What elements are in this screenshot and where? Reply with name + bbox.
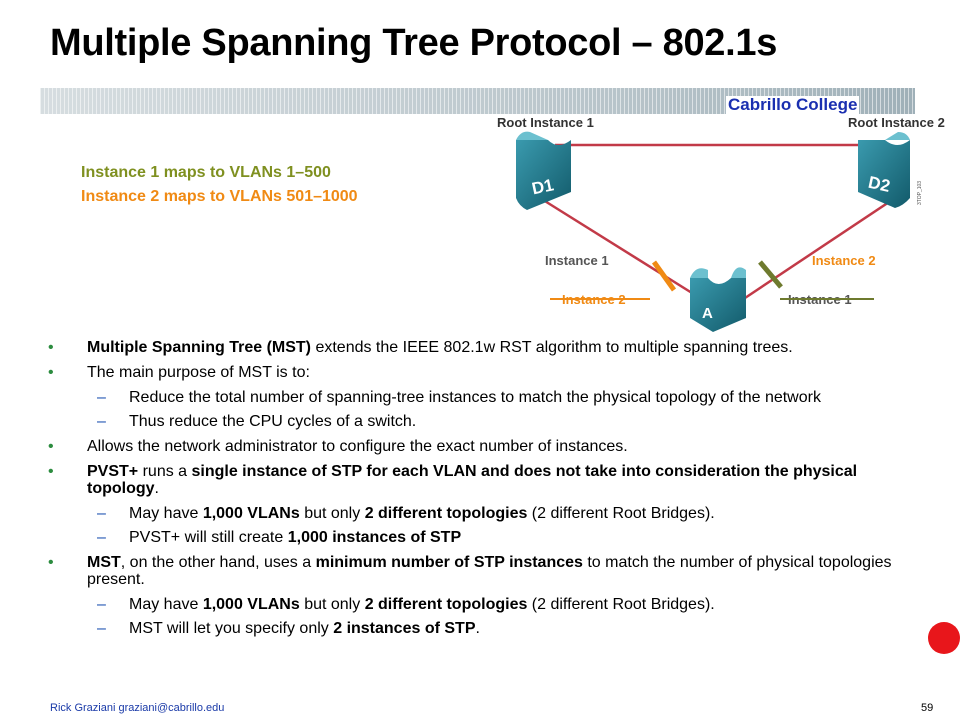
text-run: PVST+ will still create xyxy=(129,529,288,546)
bullet-list: Multiple Spanning Tree (MST) extends the… xyxy=(48,339,928,645)
image-code: 3TOP_103 xyxy=(917,181,923,205)
college-logo-text: Cabrillo College xyxy=(726,95,860,114)
instance2-mapping: Instance 2 maps to VLANs 501–1000 xyxy=(81,188,358,205)
text-run: , on the other hand, uses a xyxy=(120,554,316,571)
switch-d1-label: D1 xyxy=(530,175,555,198)
bold-text: 1,000 VLANs xyxy=(202,505,300,522)
red-dot-marker xyxy=(928,622,960,654)
sub-bullet-item: Thus reduce the CPU cycles of a switch. xyxy=(87,413,928,430)
switch-d2-icon: D2 xyxy=(858,132,910,208)
bold-text: Multiple Spanning Tree (MST) xyxy=(87,339,311,356)
bullet-item: PVST+ runs a single instance of STP for … xyxy=(48,463,928,546)
text-run: Allows the network administrator to conf… xyxy=(87,438,628,455)
sub-bullet-item: Reduce the total number of spanning-tree… xyxy=(87,389,928,406)
blocked-port-mark-right xyxy=(758,260,783,289)
blocked-port-mark-left xyxy=(651,260,677,292)
bold-text: 2 instances of STP xyxy=(333,620,476,637)
root-instance-2-label: Root Instance 2 xyxy=(848,115,945,130)
text-run: but only xyxy=(299,596,365,613)
sub-bullet-list: May have 1,000 VLANs but only 2 differen… xyxy=(87,596,928,637)
text-run: May have xyxy=(129,596,203,613)
left-link-forward-instance: Instance 1 xyxy=(545,253,609,268)
link-d2-a xyxy=(744,196,896,300)
switch-a-icon: A xyxy=(690,267,746,332)
right-link-forward-instance: Instance 2 xyxy=(812,253,876,268)
page-title: Multiple Spanning Tree Protocol – 802.1s xyxy=(50,22,778,64)
sub-bullet-item: May have 1,000 VLANs but only 2 differen… xyxy=(87,505,928,522)
bold-text: 1,000 instances of STP xyxy=(287,529,462,546)
switch-d2-label: D2 xyxy=(867,173,892,196)
switch-d1-icon: D1 xyxy=(516,131,571,210)
link-d1-a xyxy=(539,196,701,300)
sub-bullet-item: MST will let you specify only 2 instance… xyxy=(87,620,928,637)
bullet-item: Multiple Spanning Tree (MST) extends the… xyxy=(48,339,928,356)
text-run: runs a xyxy=(138,463,192,480)
text-run: . xyxy=(475,620,480,637)
bold-text: MST xyxy=(87,554,121,571)
bullet-item: MST, on the other hand, uses a minimum n… xyxy=(48,554,928,637)
root-instance-1-label: Root Instance 1 xyxy=(497,115,594,130)
sub-bullet-list: Reduce the total number of spanning-tree… xyxy=(87,389,928,430)
bold-text: 2 different topologies xyxy=(364,505,528,522)
sub-bullet-item: May have 1,000 VLANs but only 2 differen… xyxy=(87,596,928,613)
text-run: (2 different Root Bridges). xyxy=(527,596,715,613)
text-run: but only xyxy=(299,505,365,522)
instance1-mapping: Instance 1 maps to VLANs 1–500 xyxy=(81,164,331,181)
bold-text: PVST+ xyxy=(87,463,139,480)
mst-topology-diagram: D1 D2 3TOP_103 A Root Instance 1 Root In… xyxy=(497,115,945,332)
bold-text: single instance of STP for each VLAN and… xyxy=(87,463,858,497)
footer-author: Rick Graziani graziani@cabrillo.edu xyxy=(50,702,225,714)
text-run: to match the number of physical topologi… xyxy=(87,554,892,588)
text-run: Reduce the total number of spanning-tree… xyxy=(129,389,821,406)
bullet-item: Allows the network administrator to conf… xyxy=(48,438,928,455)
sub-bullet-item: PVST+ will still create 1,000 instances … xyxy=(87,529,928,546)
text-run: . xyxy=(154,480,159,497)
bold-text: 1,000 VLANs xyxy=(202,596,300,613)
page-number: 59 xyxy=(921,702,934,714)
text-run: MST will let you specify only xyxy=(129,620,334,637)
bold-text: 2 different topologies xyxy=(364,596,528,613)
bullet-item: The main purpose of MST is to: Reduce the… xyxy=(48,364,928,430)
bold-text: minimum number of STP instances xyxy=(315,554,583,571)
text-run: (2 different Root Bridges). xyxy=(527,505,715,522)
text-run: Thus reduce the CPU cycles of a switch. xyxy=(129,413,417,430)
switch-a-label: A xyxy=(702,305,713,322)
text-run: May have xyxy=(129,505,203,522)
text-run: extends the IEEE 802.1w RST algorithm to… xyxy=(311,339,793,356)
text-run: The main purpose of MST is to: xyxy=(87,364,310,381)
sub-bullet-list: May have 1,000 VLANs but only 2 differen… xyxy=(87,505,928,546)
